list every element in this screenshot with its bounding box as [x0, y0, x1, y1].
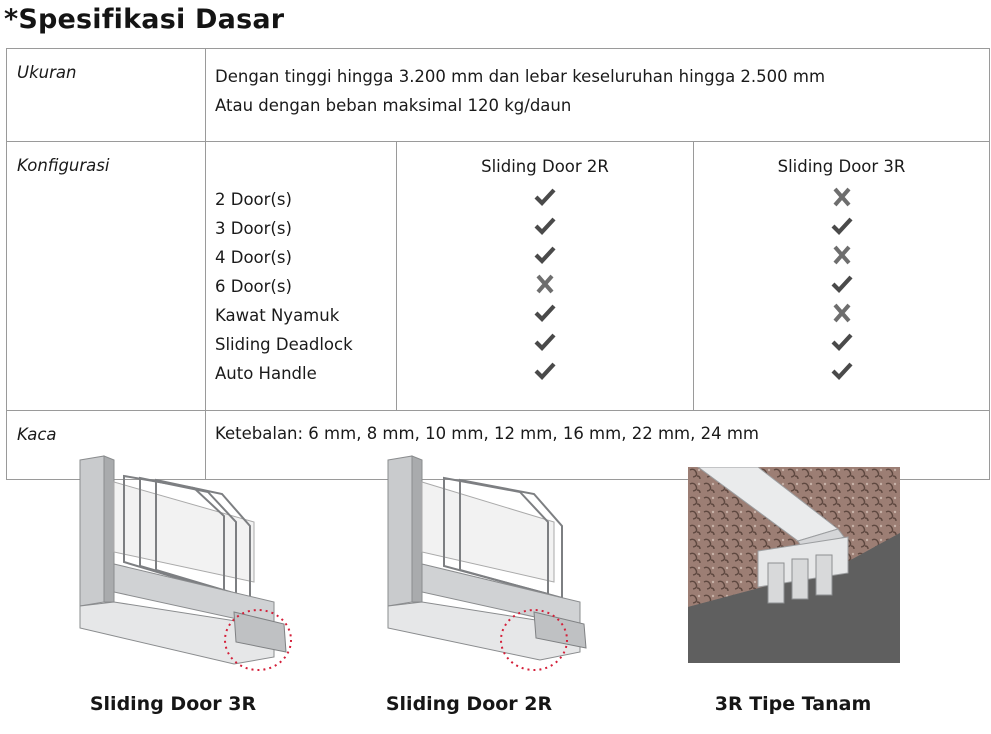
caption-sliding-door-2r: Sliding Door 2R: [385, 693, 553, 715]
cross-icon: [832, 303, 851, 322]
option-name: Kawat Nyamuk: [215, 306, 340, 325]
label-ukuran: Ukuran: [6, 48, 206, 142]
check-icon: [534, 188, 556, 206]
check-icon: [831, 333, 853, 351]
option-name: Sliding Deadlock: [215, 335, 353, 354]
check-icon: [534, 362, 556, 380]
option-name: 3 Door(s): [215, 219, 292, 238]
check-icon: [831, 362, 853, 380]
row-ukuran: Ukuran Dengan tinggi hingga 3.200 mm dan…: [6, 48, 990, 142]
spec-table: Ukuran Dengan tinggi hingga 3.200 mm dan…: [6, 48, 990, 480]
label-konfigurasi: Konfigurasi: [6, 141, 206, 411]
page-title: *Spesifikasi Dasar: [4, 4, 285, 35]
cross-icon: [832, 245, 851, 264]
check-icon: [831, 217, 853, 235]
option-names: 2 Door(s) 3 Door(s) 4 Door(s) 6 Door(s) …: [205, 141, 397, 411]
check-icon: [831, 275, 853, 293]
check-icon: [534, 304, 556, 322]
column-header: Sliding Door 2R: [481, 157, 609, 176]
row-konfigurasi: Konfigurasi 2 Door(s) 3 Door(s) 4 Door(s…: [6, 141, 990, 411]
cross-icon: [832, 187, 851, 206]
column-sliding-door-3r: Sliding Door 3R: [693, 141, 990, 411]
option-name: 2 Door(s): [215, 190, 292, 209]
check-icon: [534, 217, 556, 235]
check-icon: [534, 246, 556, 264]
check-icon: [534, 333, 556, 351]
cross-icon: [536, 274, 554, 293]
caption-sliding-door-3r: Sliding Door 3R: [89, 693, 257, 715]
sliding-door-2r-image: [387, 455, 587, 671]
ukuran-line-2: Atau dengan beban maksimal 120 kg/daun: [215, 96, 572, 115]
sliding-door-3r-image: [79, 455, 292, 671]
column-sliding-door-2r: Sliding Door 2R: [396, 141, 694, 411]
caption-3r-tipe-tanam: 3R Tipe Tanam: [714, 693, 872, 715]
option-name: 6 Door(s): [215, 277, 292, 296]
column-header: Sliding Door 3R: [777, 157, 906, 176]
3r-tipe-tanam-image: [688, 467, 900, 663]
value-ukuran: Dengan tinggi hingga 3.200 mm dan lebar …: [205, 48, 990, 142]
option-name: 4 Door(s): [215, 248, 292, 267]
option-name: Auto Handle: [215, 364, 317, 383]
ukuran-line-1: Dengan tinggi hingga 3.200 mm dan lebar …: [215, 67, 826, 86]
